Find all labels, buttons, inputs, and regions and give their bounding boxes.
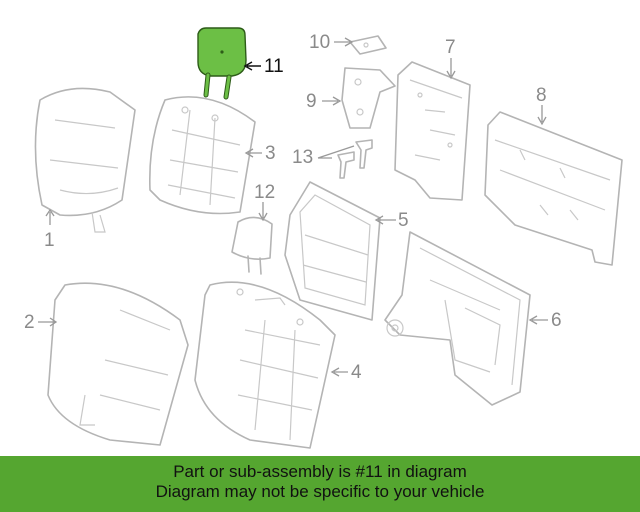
callout-5[interactable]: 5 (398, 210, 409, 231)
parts-diagram (34, 27, 623, 449)
banner-line-part: Part or sub-assembly is #11 in diagram (173, 462, 467, 481)
part-3-seat-back-pad (148, 96, 256, 215)
callout-9[interactable]: 9 (306, 91, 317, 112)
part-1-seat-back-cover (34, 87, 136, 233)
part-8-rear-panel (484, 111, 623, 266)
part-7-back-panel (394, 61, 471, 201)
callout-6[interactable]: 6 (551, 310, 562, 331)
callout-7[interactable]: 7 (445, 37, 456, 58)
part-2-seat-cushion-cover (47, 282, 189, 446)
callout-10[interactable]: 10 (309, 32, 331, 53)
part-6-lower-frame (384, 231, 531, 406)
callout-1[interactable]: 1 (44, 230, 55, 251)
banner-line-disclaimer: Diagram may not be specific to your vehi… (155, 482, 485, 501)
part-info-banner: Part or sub-assembly is #11 in diagram D… (0, 456, 640, 512)
callout-8[interactable]: 8 (536, 85, 547, 106)
callout-3[interactable]: 3 (265, 143, 276, 164)
part-10-clip (349, 35, 387, 55)
part-11-headrest-highlighted[interactable] (197, 27, 247, 100)
leader-lines (38, 37, 548, 377)
callout-12[interactable]: 12 (254, 182, 276, 203)
part-9-bracket (341, 67, 396, 129)
part-5-seat-back-frame (284, 181, 381, 321)
callout-13[interactable]: 13 (292, 147, 314, 168)
part-12-headrest (231, 216, 273, 275)
callout-4[interactable]: 4 (351, 362, 362, 383)
callout-2[interactable]: 2 (24, 312, 35, 333)
part-4-seat-cushion-frame (194, 281, 336, 449)
callout-11[interactable]: 11 (264, 56, 284, 77)
part-13-guides (337, 139, 373, 179)
